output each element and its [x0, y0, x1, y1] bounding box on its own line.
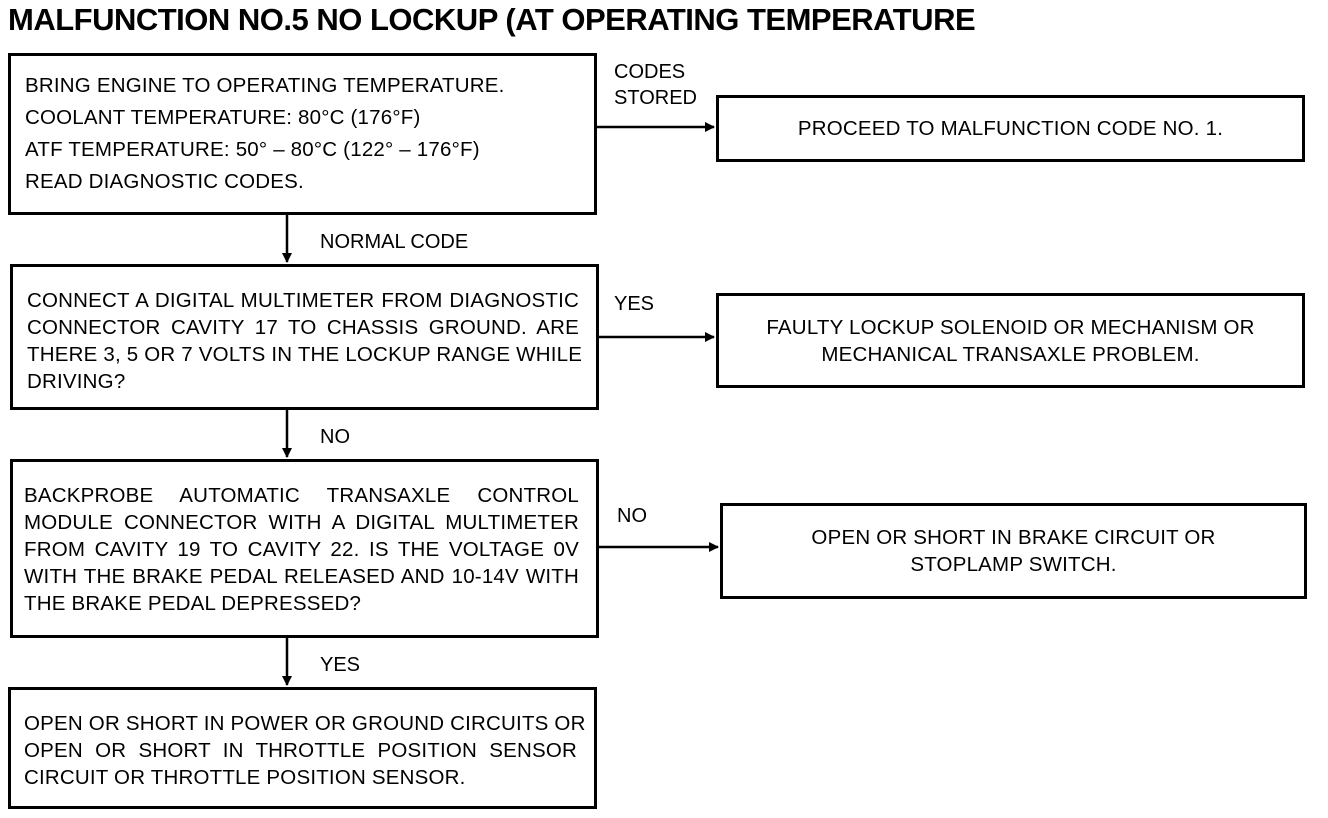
- branch-label-line: CODES: [614, 61, 686, 83]
- step-2-line: THERE 3, 5 OR 7 VOLTS IN THE LOCKUP RANG…: [27, 343, 583, 366]
- step-1-line: BRING ENGINE TO OPERATING TEMPERATURE.: [25, 74, 505, 97]
- step-1-line: COOLANT TEMPERATURE: 80°C (176°F): [25, 106, 421, 129]
- step-3-line: WITH THE BRAKE PEDAL RELEASED AND 10-14V…: [24, 565, 579, 588]
- next-label-yes: YES: [320, 654, 361, 676]
- result-3-text: OPEN OR SHORT IN BRAKE CIRCUIT OR STOPLA…: [720, 524, 1307, 578]
- branch-label-codes-stored: CODES STORED: [614, 59, 697, 111]
- next-label-normal-code: NORMAL CODE: [320, 231, 469, 253]
- step-2-line: CONNECT A DIGITAL MULTIMETER FROM DIAGNO…: [27, 289, 579, 312]
- branch-label-yes: YES: [614, 293, 655, 315]
- branch-label-line: STORED: [614, 87, 697, 109]
- result-1-text: PROCEED TO MALFUNCTION CODE NO. 1.: [716, 115, 1305, 142]
- step-4-line: OPEN OR SHORT IN THROTTLE POSITION SENSO…: [24, 739, 577, 762]
- result-3-line: OPEN OR SHORT IN BRAKE CIRCUIT OR: [811, 526, 1216, 549]
- branch-label-no: NO: [617, 505, 647, 527]
- result-3-line: STOPLAMP SWITCH.: [910, 553, 1117, 576]
- step-4-line: OPEN OR SHORT IN POWER OR GROUND CIRCUIT…: [24, 712, 586, 735]
- step-4-text: OPEN OR SHORT IN POWER OR GROUND CIRCUIT…: [24, 710, 586, 791]
- result-2-text: FAULTY LOCKUP SOLENOID OR MECHANISM OR M…: [716, 314, 1305, 368]
- step-2-box: [10, 264, 599, 410]
- step-1-box: [8, 53, 597, 215]
- result-2-line: MECHANICAL TRANSAXLE PROBLEM.: [821, 343, 1200, 366]
- page-title: MALFUNCTION NO.5 NO LOCKUP (AT OPERATING…: [8, 2, 976, 37]
- step-1-line: READ DIAGNOSTIC CODES.: [25, 170, 304, 193]
- step-3-text: BACKPROBE AUTOMATIC TRANSAXLE CONTROL MO…: [24, 482, 579, 617]
- result-3-box: [720, 503, 1307, 599]
- step-3-box: [10, 459, 599, 638]
- step-1-text: BRING ENGINE TO OPERATING TEMPERATURE. C…: [25, 72, 585, 195]
- next-label-no: NO: [320, 426, 350, 448]
- result-2-box: [716, 293, 1305, 388]
- step-3-line: BACKPROBE AUTOMATIC TRANSAXLE CONTROL: [24, 484, 579, 507]
- step-4-box: [8, 687, 597, 809]
- step-3-line: MODULE CONNECTOR WITH A DIGITAL MULTIMET…: [24, 511, 579, 534]
- step-4-line: CIRCUIT OR THROTTLE POSITION SENSOR.: [24, 766, 466, 789]
- result-2-line: FAULTY LOCKUP SOLENOID OR MECHANISM OR: [766, 316, 1255, 339]
- step-2-line: DRIVING?: [27, 370, 126, 393]
- step-2-line: CONNECTOR CAVITY 17 TO CHASSIS GROUND. A…: [27, 316, 579, 339]
- step-3-line: FROM CAVITY 19 TO CAVITY 22. IS THE VOLT…: [24, 538, 579, 561]
- result-1-line: PROCEED TO MALFUNCTION CODE NO. 1.: [797, 117, 1224, 140]
- step-3-line: THE BRAKE PEDAL DEPRESSED?: [24, 592, 362, 615]
- step-1-line: ATF TEMPERATURE: 50° – 80°C (122° – 176°…: [25, 138, 480, 161]
- step-2-text: CONNECT A DIGITAL MULTIMETER FROM DIAGNO…: [27, 287, 583, 395]
- result-1-box: [716, 95, 1305, 162]
